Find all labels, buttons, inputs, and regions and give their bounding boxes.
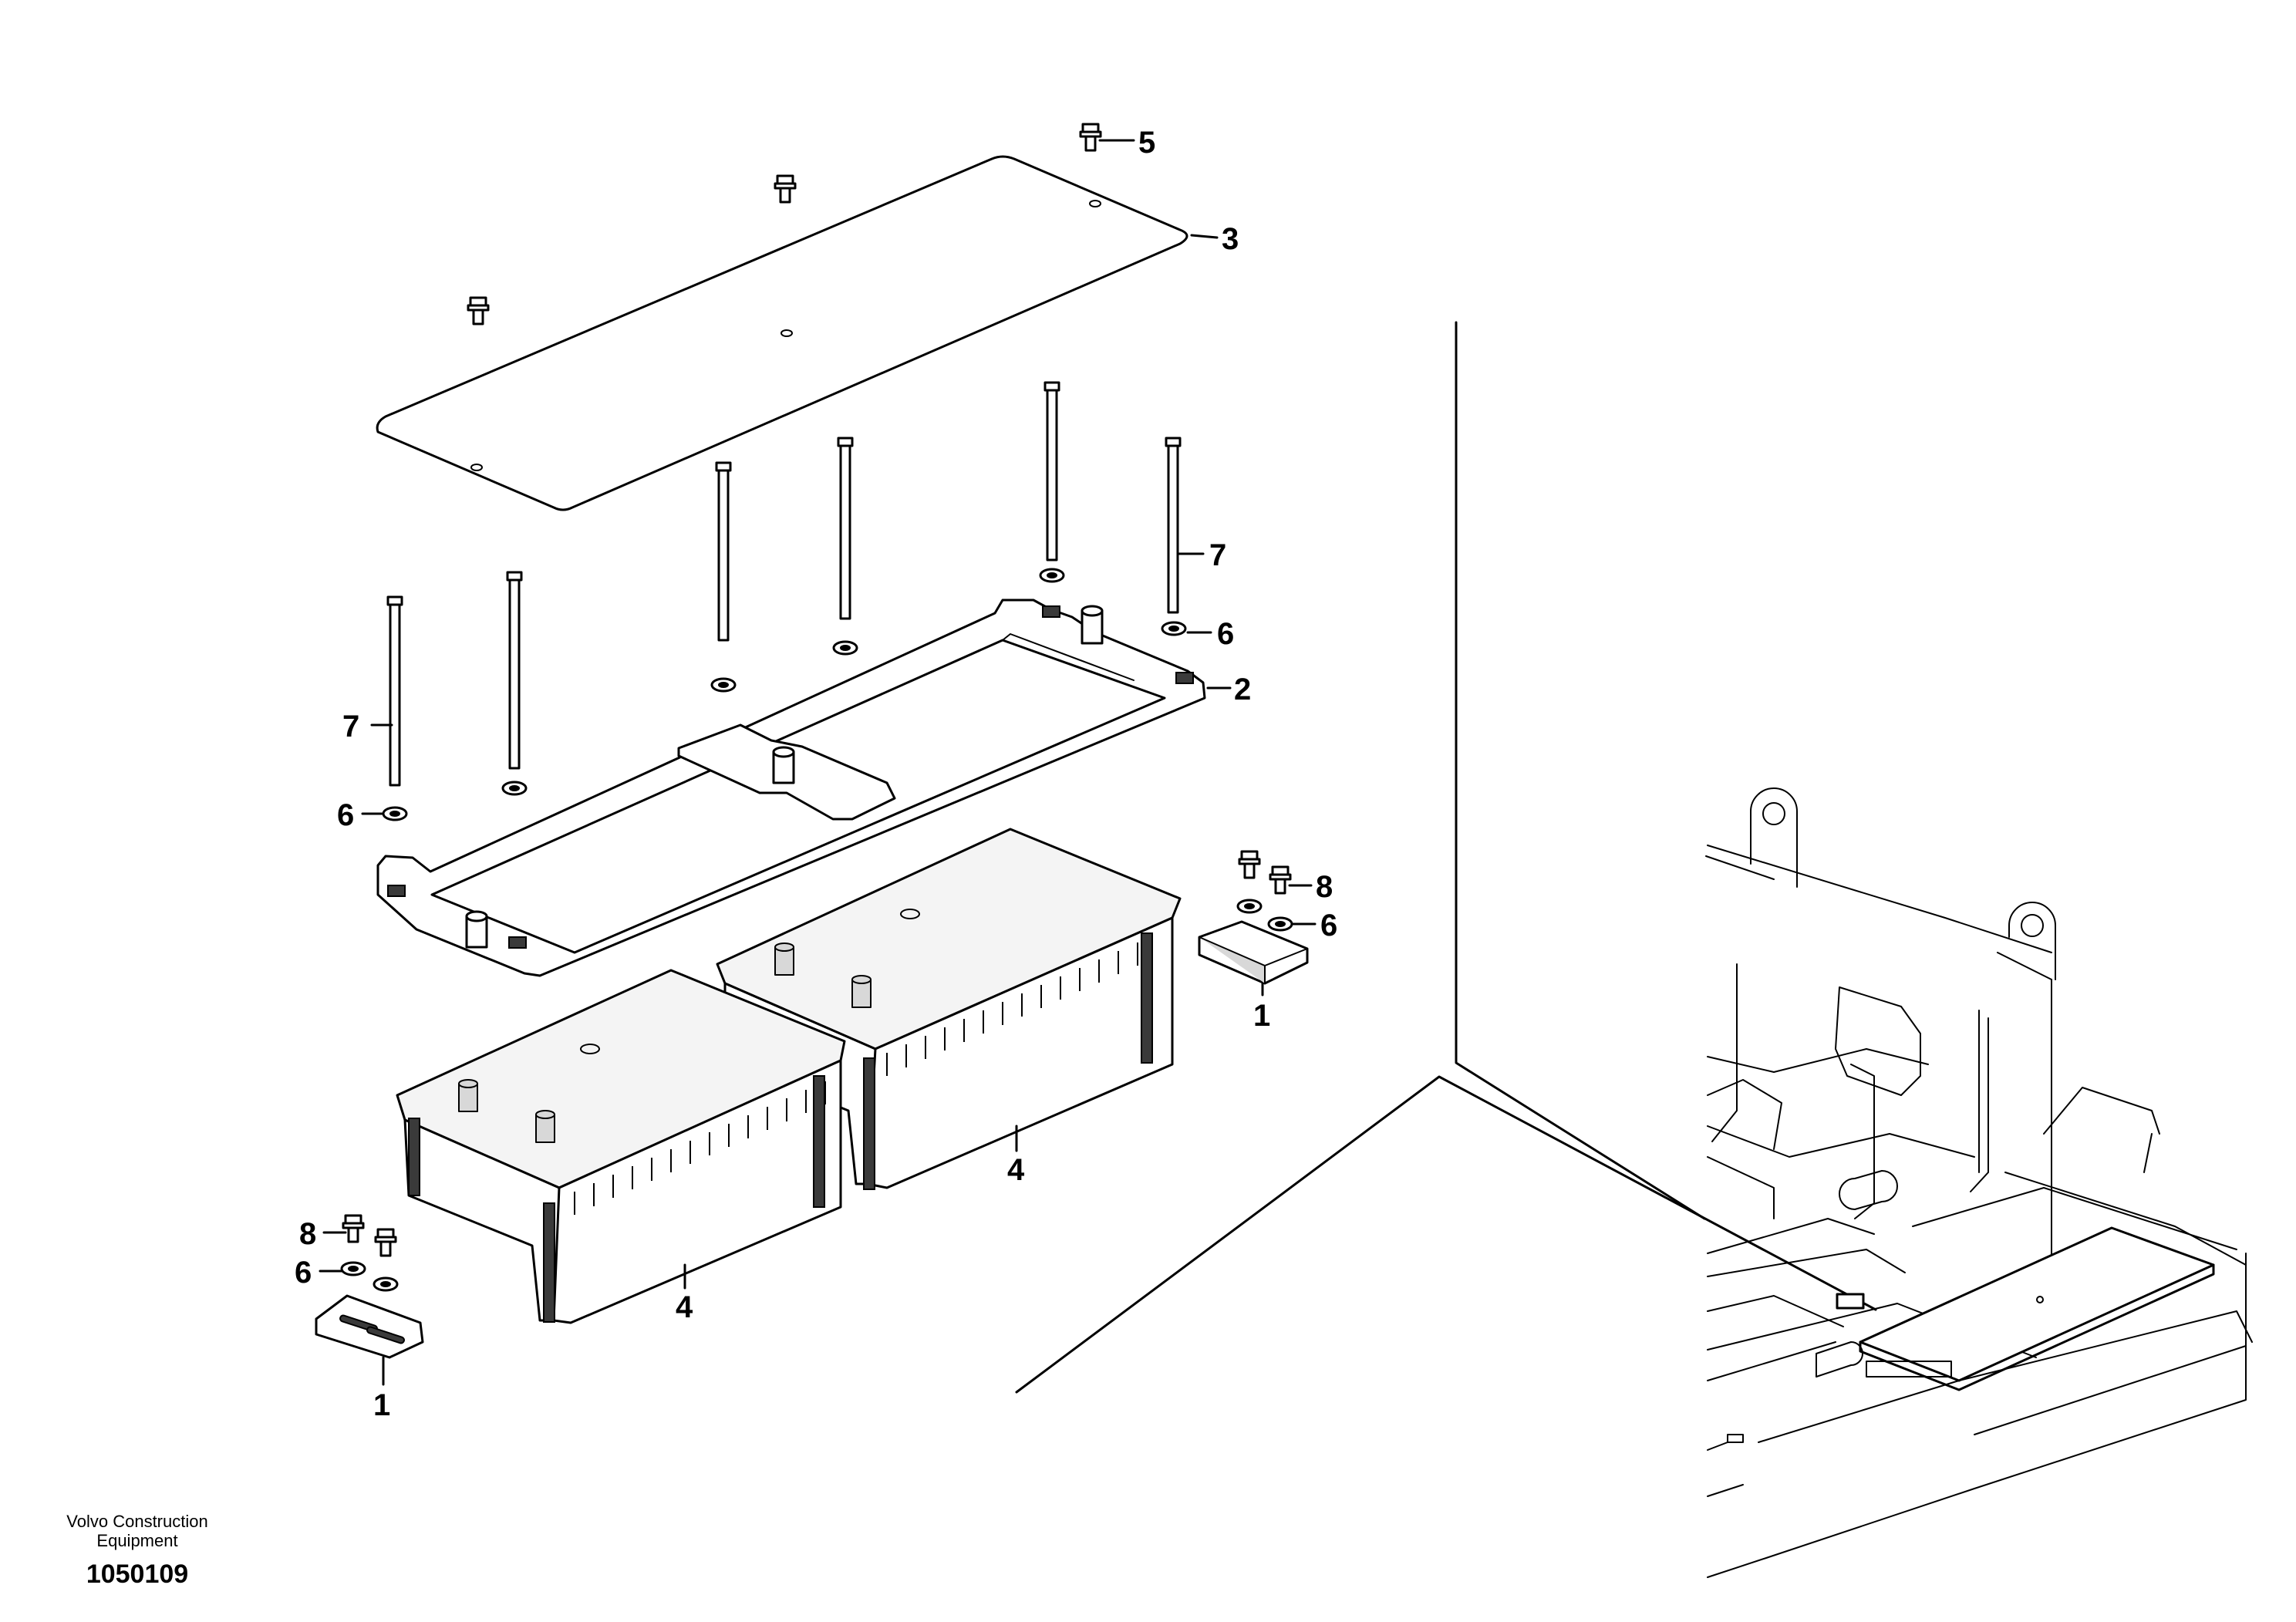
callout-4: 4 xyxy=(1007,1153,1025,1187)
drawing-number: 1050109 xyxy=(86,1560,188,1589)
leader-lines xyxy=(319,139,1317,1386)
bracket-screw xyxy=(374,1228,397,1257)
washer xyxy=(1236,899,1263,914)
washer xyxy=(1267,916,1293,932)
washer xyxy=(501,781,528,796)
callout-8: 8 xyxy=(299,1217,316,1251)
battery-hold-down-frame xyxy=(376,599,1206,977)
battery-ribs xyxy=(886,943,1138,1076)
brand-line-1: Volvo Construction xyxy=(66,1512,207,1531)
callout-6: 6 xyxy=(1320,909,1337,943)
cover-screw xyxy=(467,296,490,325)
brand-line-2: Equipment xyxy=(96,1531,177,1550)
callout-5: 5 xyxy=(1138,126,1155,160)
cover-screw xyxy=(774,174,797,204)
washer xyxy=(1161,621,1187,636)
battery-bracket-right xyxy=(1198,920,1309,985)
callout-4: 4 xyxy=(676,1290,693,1324)
callout-6: 6 xyxy=(295,1256,312,1290)
callout-7: 7 xyxy=(342,710,359,744)
bracket-screw xyxy=(342,1214,365,1243)
washer xyxy=(832,640,858,656)
washer xyxy=(382,806,408,821)
washer xyxy=(340,1261,366,1276)
washer xyxy=(710,677,737,693)
callout-1: 1 xyxy=(1253,999,1270,1033)
battery-left xyxy=(396,969,846,1324)
bracket-screw xyxy=(1238,850,1261,879)
callout-2: 2 xyxy=(1234,673,1251,706)
callout-7: 7 xyxy=(1209,538,1226,572)
callout-3: 3 xyxy=(1222,222,1239,256)
drawing-footer: Volvo Construction Equipment 1050109 xyxy=(66,1512,207,1589)
tie-rods xyxy=(386,381,1182,787)
washer xyxy=(373,1276,399,1292)
callout-6: 6 xyxy=(337,798,354,832)
callout-1: 1 xyxy=(373,1388,390,1422)
callout-6: 6 xyxy=(1217,617,1234,651)
battery-bracket-left xyxy=(315,1294,424,1359)
battery-right xyxy=(716,828,1182,1190)
bracket-screw xyxy=(1269,865,1292,895)
callout-8: 8 xyxy=(1316,870,1333,904)
location-detail-inset xyxy=(1015,321,2253,1578)
washer xyxy=(1039,568,1065,583)
cover-screw xyxy=(1079,123,1102,152)
battery-cover-plate xyxy=(376,155,1188,511)
